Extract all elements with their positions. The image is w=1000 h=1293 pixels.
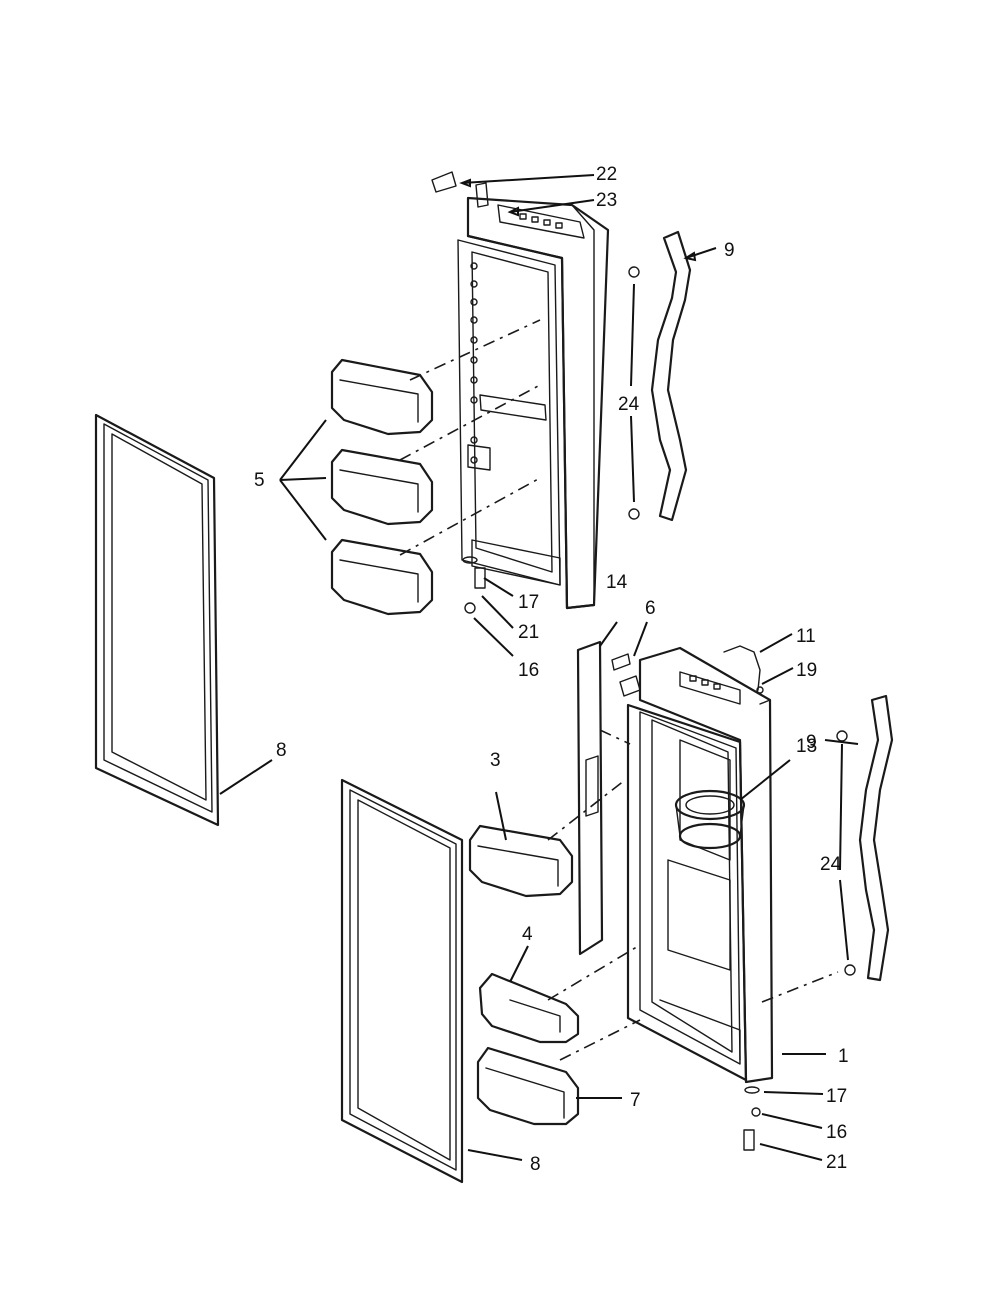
- lower-door-handle: [836, 694, 894, 982]
- door-bins-lower: [468, 824, 580, 1126]
- callout-5-bins: 5: [254, 470, 265, 491]
- callout-pointers: [219, 174, 859, 1161]
- callout-16-upper: 16: [518, 660, 539, 681]
- upper-door-top-cap: [431, 171, 585, 239]
- callout-23-top: 23: [596, 190, 617, 211]
- door-bins-upper: [330, 358, 434, 616]
- gasket-upper: [94, 413, 220, 827]
- callout-17-upper: 17: [518, 592, 539, 613]
- callout-6: 6: [645, 598, 656, 619]
- callout-8-upper: 8: [276, 740, 287, 761]
- callout-11: 11: [796, 626, 816, 647]
- dispenser-chute: [674, 789, 746, 850]
- water-tube: [723, 645, 764, 694]
- callout-1: 1: [838, 1046, 849, 1067]
- callout-9-lower: 9: [806, 732, 817, 753]
- lower-right-door: [619, 646, 774, 1084]
- callout-4: 4: [522, 924, 533, 945]
- callout-19: 19: [796, 660, 817, 681]
- callout-8-lower: 8: [530, 1154, 541, 1175]
- upper-door-handle: [628, 230, 692, 522]
- door-shelf-studs: [470, 262, 478, 464]
- callout-16-lower: 16: [826, 1122, 847, 1143]
- callout-7: 7: [630, 1090, 641, 1111]
- gasket-lower: [340, 778, 464, 1184]
- upper-left-door: [457, 196, 610, 610]
- callout-3: 3: [490, 750, 501, 771]
- center-mullion: [576, 640, 631, 956]
- callout-17-lower: 17: [826, 1086, 847, 1107]
- assembly-lines: [399, 319, 839, 1061]
- callout-21-lower: 21: [826, 1152, 847, 1173]
- callout-14: 14: [606, 572, 628, 593]
- callout-labels: 22 23 9 24 5 17 21 16 14 6 11 19 9 8 13 …: [254, 164, 849, 1175]
- callout-13: 13: [796, 736, 817, 757]
- callout-24-lower: 24: [820, 854, 842, 875]
- callout-22-top: 22: [596, 164, 617, 185]
- callout-24-upper: 24: [618, 394, 640, 415]
- callout-21-upper: 21: [518, 622, 539, 643]
- callout-9-upper: 9: [724, 240, 735, 261]
